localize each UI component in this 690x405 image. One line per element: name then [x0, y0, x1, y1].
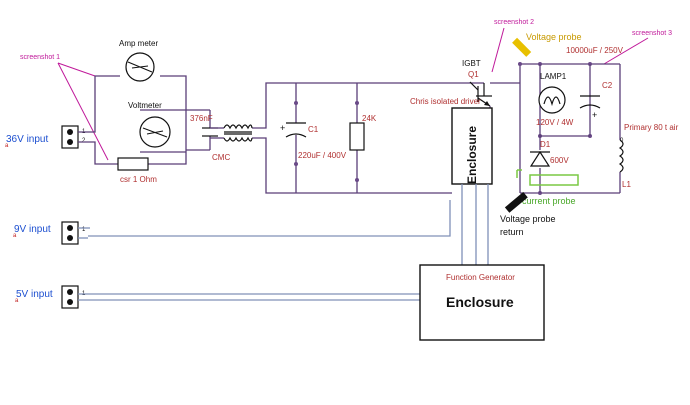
resistor-24k-label: 24K: [362, 114, 377, 123]
signal-wiring: [78, 200, 463, 301]
voltmeter-label: Voltmeter: [128, 101, 162, 110]
annotation-screenshot-3: screenshot 3: [603, 30, 672, 65]
amp-meter: Amp meter: [119, 39, 158, 82]
voltage-probe-return-label: Voltage probe: [500, 214, 556, 224]
primary-inductor: Primary 80 t air 0 L1: [618, 123, 679, 189]
voltage-probe-return-line-1: Voltage probe: [500, 214, 556, 224]
dc-bus: [294, 82, 484, 194]
load-wiring: [490, 62, 621, 195]
capacitor-c2-label: C2: [602, 81, 613, 90]
function-generator: Function Generator Enclosure: [419, 264, 545, 341]
svg-text:a: a: [13, 233, 17, 239]
capacitor-376nf-label: 376nF: [190, 114, 213, 123]
resistor-1ohm: csr 1 Ohm: [117, 157, 157, 184]
lamp-label: LAMP1: [540, 72, 567, 81]
capacitor-c2-value: 10000uF / 250V: [566, 46, 624, 55]
lamp-1: LAMP1 120V / 4W: [536, 72, 574, 127]
svg-text:a: a: [15, 298, 19, 304]
capacitor-c1-label: C1: [308, 125, 319, 134]
voltage-probe-return: Voltage probe return: [500, 191, 556, 237]
lamp-value: 120V / 4W: [536, 118, 574, 127]
input-36v: 36V input a 1 2: [5, 125, 86, 149]
diode-d1-label: D1: [540, 140, 551, 149]
diode-d1-value: 600V: [550, 156, 569, 165]
current-probe: current probe: [516, 169, 579, 206]
voltage-probe: Voltage probe: [512, 32, 582, 57]
capacitor-c1: + C1 220uF / 400V: [280, 122, 347, 160]
driver-enclosure: Chris isolated driver Enclosure: [410, 97, 493, 265]
annotation-screenshot-2: screenshot 2: [491, 19, 534, 73]
annotation-screenshot-1: screenshot 1: [20, 54, 109, 161]
annotation-screenshot-2-label: screenshot 2: [494, 19, 534, 26]
driver-label: Chris isolated driver: [410, 97, 481, 106]
primary-tap-label: 0: [620, 138, 624, 144]
amp-meter-label: Amp meter: [119, 39, 158, 48]
common-mode-choke-label: CMC: [212, 153, 230, 162]
driver-enclosure-label: Enclosure: [465, 126, 479, 184]
igbt-label: IGBT: [462, 59, 481, 68]
voltage-probe-label: Voltage probe: [526, 32, 582, 42]
voltage-probe-return-line-2: return: [500, 227, 524, 237]
common-mode-choke: CMC: [210, 124, 253, 162]
annotation-screenshot-1-label: screenshot 1: [20, 54, 60, 61]
resistor-1ohm-label: csr 1 Ohm: [120, 175, 157, 184]
pin-label: 1: [82, 227, 86, 233]
input-36v-label: 36V input: [6, 134, 48, 145]
svg-text:+: +: [280, 123, 285, 133]
input-9v: 9V input a 1: [13, 221, 86, 245]
current-probe-label: current probe: [522, 196, 576, 206]
igbt-ref-label: Q1: [468, 70, 479, 79]
input-5v: 5V input a 1: [15, 285, 86, 309]
primary-label: Primary 80 t air: [624, 123, 679, 132]
diode-d1: D1 600V: [529, 140, 569, 167]
svg-text:a: a: [5, 143, 9, 149]
annotation-screenshot-3-label: screenshot 3: [632, 30, 672, 37]
voltmeter: Voltmeter: [128, 101, 171, 148]
input-9v-label: 9V input: [14, 224, 51, 235]
pin-label: 2: [82, 138, 86, 144]
capacitor-c2: + C2 10000uF / 250V: [566, 46, 624, 120]
input-5v-label: 5V input: [16, 289, 53, 300]
svg-text:+: +: [592, 110, 597, 120]
resistor-24k: 24K: [349, 114, 377, 151]
capacitor-376nf: 376nF: [190, 114, 218, 137]
function-generator-enclosure-label: Enclosure: [446, 294, 514, 310]
igbt-q1: IGBT Q1: [462, 59, 492, 110]
capacitor-c1-value: 220uF / 400V: [298, 151, 347, 160]
input-wiring: [78, 75, 296, 194]
inductor-l1-label: L1: [622, 180, 631, 189]
function-generator-label: Function Generator: [446, 273, 515, 282]
